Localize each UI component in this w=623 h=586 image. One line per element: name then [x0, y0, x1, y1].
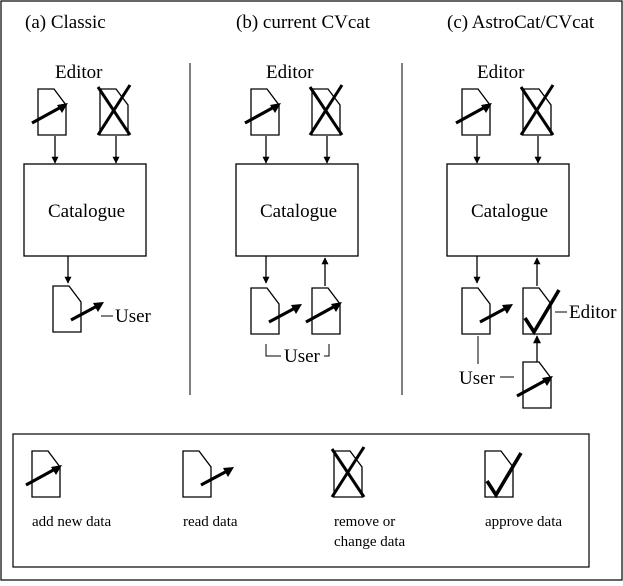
read-data-icon	[460, 286, 515, 336]
remove-change-data-icon	[330, 445, 366, 499]
panel-c-editor-right-label: Editor	[569, 302, 617, 323]
add-new-data-icon	[24, 449, 64, 499]
read-data-icon	[249, 286, 304, 336]
legend-add-new-data-label: add new data	[32, 514, 111, 530]
add-new-data-icon	[454, 87, 494, 137]
legend: add new data read data remove or change …	[12, 433, 590, 568]
catalogue-box	[446, 163, 570, 257]
legend-box	[12, 433, 590, 568]
legend-approve-data-label: approve data	[485, 514, 562, 530]
panel-c-editor-label: Editor	[477, 62, 525, 83]
panel-classic: (a) Classic Editor Catalogue User	[23, 12, 152, 334]
add-new-data-icon	[243, 87, 283, 137]
panel-a-catalogue-label: Catalogue	[48, 201, 125, 222]
panel-c-user-label: User	[459, 368, 496, 389]
remove-change-data-icon	[308, 83, 344, 137]
approve-data-icon	[521, 286, 561, 336]
catalogue-box	[23, 163, 147, 257]
remove-change-data-icon	[519, 83, 555, 137]
user-bracket-left	[265, 344, 281, 357]
user-bracket-right	[324, 344, 330, 357]
panel-b-user-label: User	[284, 346, 321, 367]
panel-a-editor-label: Editor	[55, 62, 103, 83]
panel-astrocat-cvcat: (c) AstroCat/CVcat Editor Catalogue Edit…	[446, 12, 617, 410]
panel-b-title: (b) current CVcat	[236, 12, 371, 33]
read-data-icon	[181, 449, 236, 499]
read-data-icon	[51, 284, 106, 334]
legend-remove-label-line1: remove or	[334, 514, 395, 530]
catalogue-box	[235, 163, 359, 257]
panel-c-title: (c) AstroCat/CVcat	[447, 12, 595, 33]
add-new-data-icon	[515, 360, 555, 410]
legend-remove-label-line2: change data	[334, 534, 406, 550]
remove-change-data-icon	[96, 83, 132, 137]
panel-a-user-label: User	[115, 306, 152, 327]
add-new-data-icon	[304, 286, 344, 336]
panel-b-editor-label: Editor	[266, 62, 314, 83]
panel-c-catalogue-label: Catalogue	[471, 201, 548, 222]
legend-read-data-label: read data	[183, 514, 238, 530]
panel-b-catalogue-label: Catalogue	[260, 201, 337, 222]
panel-current-cvcat: (b) current CVcat Editor Catalogue User	[235, 12, 371, 367]
approve-data-icon	[483, 449, 523, 499]
panel-a-title: (a) Classic	[25, 12, 106, 33]
add-new-data-icon	[30, 87, 70, 137]
